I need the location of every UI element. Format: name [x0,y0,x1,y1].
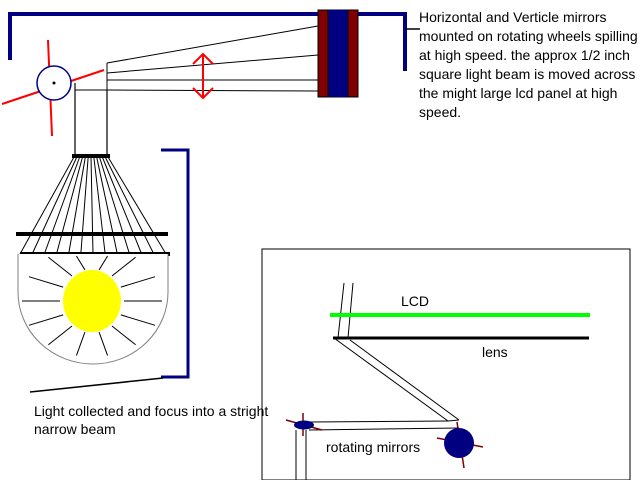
lcd-label: LCD [401,293,429,309]
reflector-cone [19,156,167,255]
collector-caption: Light collected and focus into a stright… [34,403,269,437]
mirrors-caption: Horizontal and Verticle mirrors mounted … [419,9,638,120]
bulb [63,270,121,332]
inset-reflected-beam [295,337,460,480]
collector-pointer-line [29,377,164,393]
globe-spokes [22,255,162,356]
light-tube [74,83,108,155]
rotating-mirrors-label: rotating mirrors [326,439,420,455]
inset-large-mirror [436,421,484,469]
mirror-block [317,9,359,98]
lens-label: lens [482,344,508,360]
top-light-beam [75,25,319,92]
inset-input-beam [337,282,354,339]
collector-bracket [161,148,190,379]
red-double-arrow [192,52,214,100]
inset-small-mirror [285,413,323,436]
rotating-wheel-top [1,39,105,137]
top-frame-bracket [8,12,407,71]
